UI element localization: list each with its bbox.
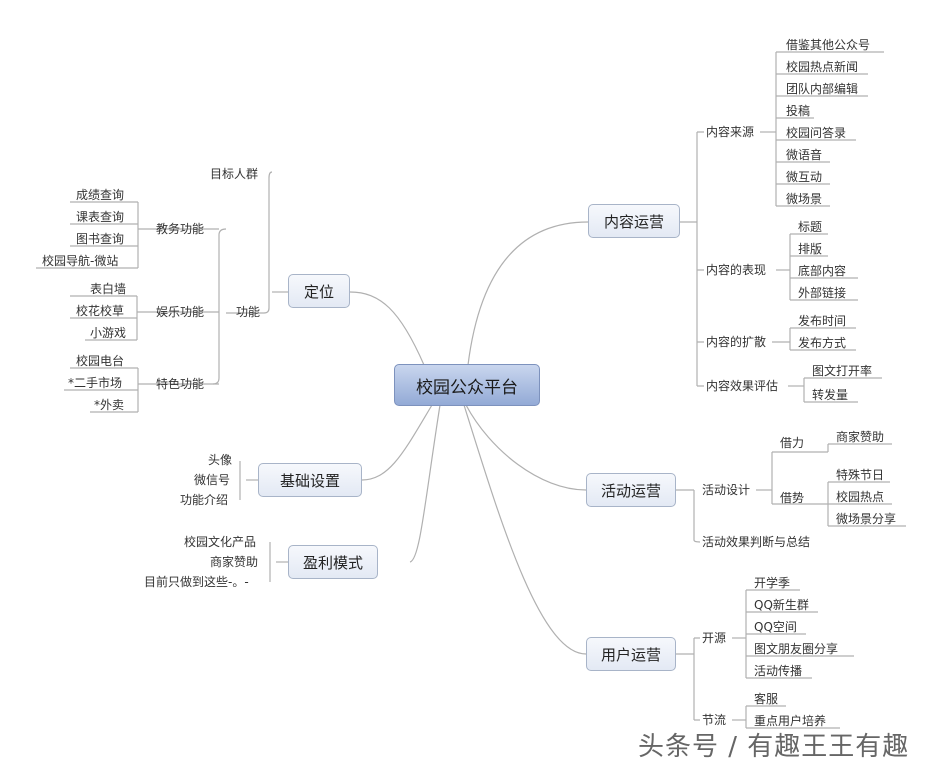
leaf-node[interactable]: 投稿 bbox=[786, 104, 811, 118]
leaf-node[interactable]: 转发量 bbox=[812, 388, 849, 402]
activity-summary-node[interactable]: 活动效果判断与总结 bbox=[702, 535, 811, 549]
leaf-node[interactable]: 表白墙 bbox=[90, 282, 127, 296]
open-source-node[interactable]: 开源 bbox=[702, 631, 727, 645]
leaf-node[interactable]: 头像 bbox=[208, 453, 233, 467]
leaf-node[interactable]: 团队内部编辑 bbox=[786, 82, 859, 96]
throttle-node[interactable]: 节流 bbox=[702, 713, 727, 727]
leaf-node[interactable]: 校园问答录 bbox=[786, 126, 847, 140]
leaf-node[interactable]: 客服 bbox=[754, 692, 779, 706]
branch-positioning[interactable]: 定位 bbox=[288, 274, 350, 308]
leaf-node[interactable]: 校园文化产品 bbox=[184, 535, 257, 549]
leaf-node[interactable]: 开学季 bbox=[754, 576, 791, 590]
branch-content-ops[interactable]: 内容运营 bbox=[588, 204, 680, 238]
leaf-node[interactable]: 微场景 bbox=[786, 192, 823, 206]
leaf-node[interactable]: 外部链接 bbox=[798, 286, 847, 300]
root-node[interactable]: 校园公众平台 bbox=[394, 364, 540, 406]
leaf-node[interactable]: 借鉴其他公众号 bbox=[786, 38, 871, 52]
content-spread-node[interactable]: 内容的扩散 bbox=[706, 335, 767, 349]
leaf-node[interactable]: 校园导航-微站 bbox=[42, 254, 119, 268]
leaf-node[interactable]: 功能介绍 bbox=[180, 493, 229, 507]
leaf-node[interactable]: 课表查询 bbox=[76, 210, 125, 224]
leaf-node[interactable]: 校花校草 bbox=[76, 304, 125, 318]
leaf-node[interactable]: 图书查询 bbox=[76, 232, 125, 246]
borrow-momentum-node[interactable]: 借势 bbox=[780, 491, 805, 505]
content-presentation-node[interactable]: 内容的表现 bbox=[706, 263, 767, 277]
leaf-node[interactable]: 商家赞助 bbox=[836, 430, 885, 444]
leaf-node[interactable]: *二手市场 bbox=[68, 376, 123, 390]
branch-activity-ops[interactable]: 活动运营 bbox=[586, 473, 676, 507]
content-source-node[interactable]: 内容来源 bbox=[706, 125, 755, 139]
leaf-node[interactable]: 底部内容 bbox=[798, 264, 847, 278]
branch-profit-model[interactable]: 盈利模式 bbox=[288, 545, 378, 579]
function-node[interactable]: 功能 bbox=[236, 305, 261, 319]
leaf-node[interactable]: 目前只做到这些-。- bbox=[144, 575, 249, 589]
special-functions-node[interactable]: 特色功能 bbox=[156, 377, 205, 391]
leaf-node[interactable]: 重点用户培养 bbox=[754, 714, 827, 728]
content-evaluation-node[interactable]: 内容效果评估 bbox=[706, 379, 779, 393]
watermark-text: 头条号 / 有趣王王有趣 bbox=[638, 732, 910, 762]
leaf-node[interactable]: 图文打开率 bbox=[812, 364, 873, 378]
branch-user-ops[interactable]: 用户运营 bbox=[586, 637, 676, 671]
leaf-node[interactable]: 发布方式 bbox=[798, 336, 847, 350]
leaf-node[interactable]: 微语音 bbox=[786, 148, 823, 162]
entertainment-functions-node[interactable]: 娱乐功能 bbox=[156, 305, 205, 319]
academic-functions-node[interactable]: 教务功能 bbox=[156, 222, 205, 236]
leaf-node[interactable]: 小游戏 bbox=[90, 326, 127, 340]
leaf-node[interactable]: 校园热点 bbox=[836, 490, 885, 504]
leaf-node[interactable]: *外卖 bbox=[94, 398, 125, 412]
leaf-node[interactable]: 标题 bbox=[798, 220, 823, 234]
leaf-node[interactable]: 图文朋友圈分享 bbox=[754, 642, 839, 656]
leaf-node[interactable]: 发布时间 bbox=[798, 314, 847, 328]
leaf-node[interactable]: 活动传播 bbox=[754, 664, 803, 678]
leaf-node[interactable]: QQ空间 bbox=[754, 620, 797, 634]
leaf-node[interactable]: 商家赞助 bbox=[210, 555, 259, 569]
leaf-node[interactable]: 成绩查询 bbox=[76, 188, 125, 202]
leaf-node[interactable]: 微信号 bbox=[194, 473, 231, 487]
leaf-node[interactable]: 排版 bbox=[798, 242, 823, 256]
target-audience-node[interactable]: 目标人群 bbox=[210, 167, 259, 181]
leaf-node[interactable]: 微互动 bbox=[786, 170, 823, 184]
leaf-node[interactable]: 校园电台 bbox=[76, 354, 125, 368]
branch-basic-settings[interactable]: 基础设置 bbox=[258, 463, 362, 497]
leaf-node[interactable]: QQ新生群 bbox=[754, 598, 809, 612]
leaf-node[interactable]: 特殊节日 bbox=[836, 468, 885, 482]
borrow-strength-node[interactable]: 借力 bbox=[780, 436, 805, 450]
leaf-node[interactable]: 校园热点新闻 bbox=[786, 60, 859, 74]
leaf-node[interactable]: 微场景分享 bbox=[836, 512, 897, 526]
activity-design-node[interactable]: 活动设计 bbox=[702, 483, 751, 497]
